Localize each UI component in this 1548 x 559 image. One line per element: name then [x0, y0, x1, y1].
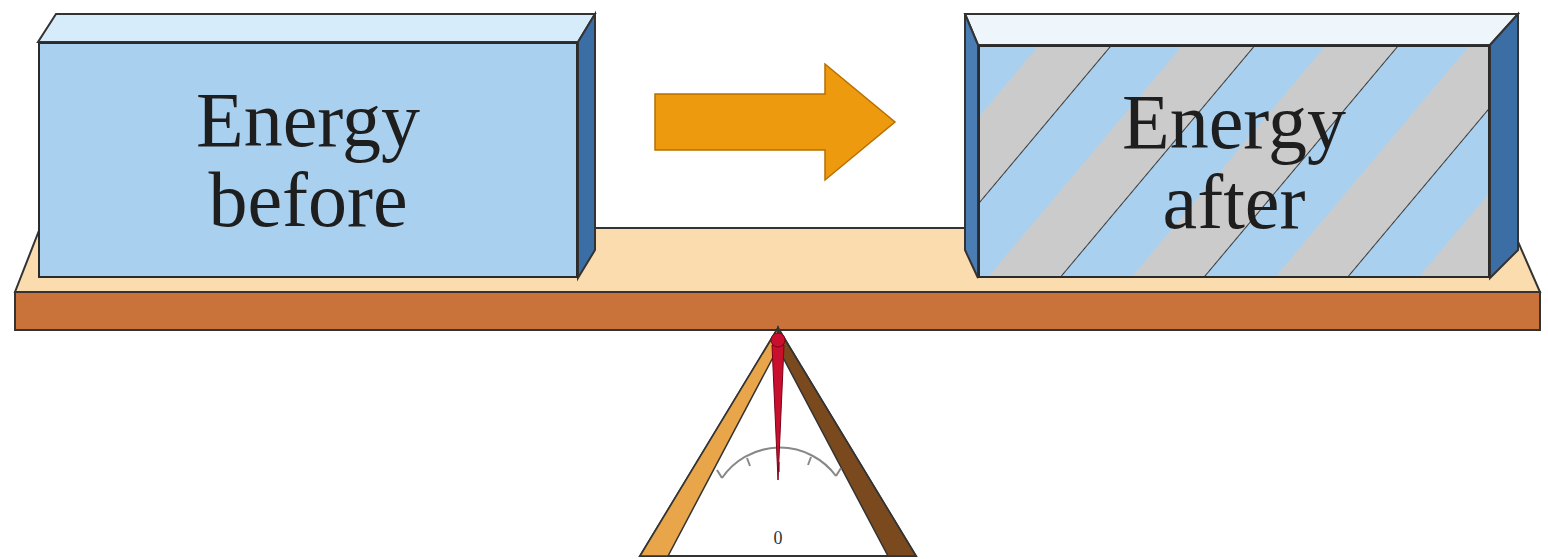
transfer-arrow	[655, 64, 895, 180]
needle	[772, 345, 784, 480]
box-front	[38, 42, 578, 278]
scale-zero: 0	[774, 528, 783, 548]
fulcrum-left-face	[640, 328, 778, 556]
fulcrum-right-face	[778, 328, 916, 556]
scale-tick	[808, 457, 811, 465]
scale-tick	[836, 468, 841, 476]
box-label: Energy after	[1122, 82, 1346, 242]
box-front-striped	[978, 45, 1490, 278]
box-label: Energy before	[196, 80, 420, 240]
box-top	[965, 14, 1518, 45]
box-side	[578, 14, 595, 278]
box-side	[1490, 14, 1518, 278]
energy-box: Energy before	[38, 42, 578, 278]
energy-box: Energy after	[978, 45, 1490, 278]
needle-pivot	[771, 333, 785, 347]
box-side	[965, 14, 978, 278]
plank-front	[15, 292, 1540, 330]
scale-tick	[717, 470, 722, 478]
fulcrum	[640, 328, 916, 556]
box-top	[38, 14, 595, 42]
scale-tick	[747, 458, 750, 466]
